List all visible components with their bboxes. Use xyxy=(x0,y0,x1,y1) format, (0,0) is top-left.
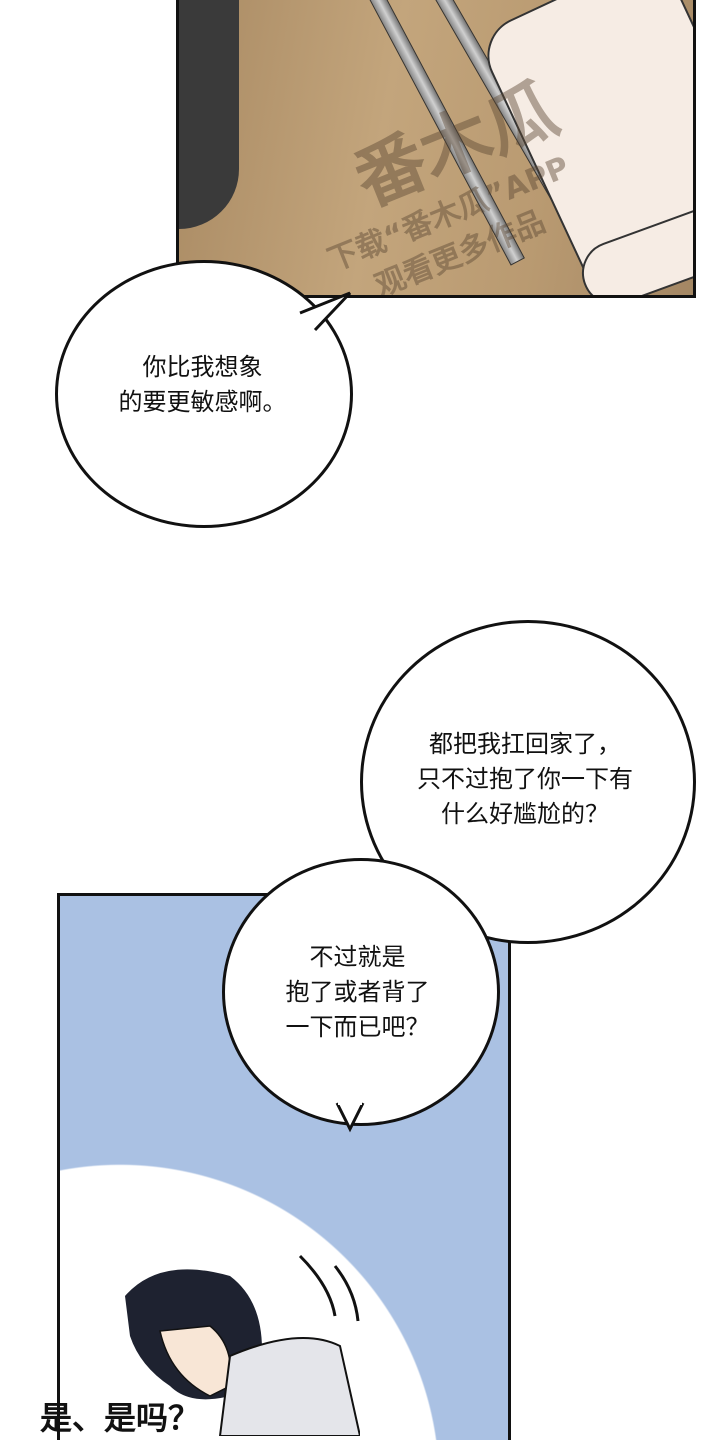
bubble-2-text: 都把我扛回家了， 只不过抱了你一下有 什么好尴尬的？ xyxy=(375,727,675,832)
character-illustration xyxy=(125,1254,360,1436)
top-panel-chopsticks: 番木瓜 下载“番木瓜”APP 观看更多作品 xyxy=(176,0,696,298)
bottom-caption: 是、是吗？ xyxy=(40,1399,201,1437)
bubble-tail xyxy=(299,291,352,332)
bubble-line: 一下而已吧？ xyxy=(285,1013,430,1041)
bubble-line: 什么好尴尬的？ xyxy=(441,800,609,828)
bubble-tail xyxy=(335,1095,365,1133)
speech-bubble-1 xyxy=(55,260,353,528)
bubble-line: 都把我扛回家了， xyxy=(429,730,621,758)
bubble-1-text: 你比我想象 的要更敏感啊。 xyxy=(80,350,325,420)
bubble-3-text: 不过就是 抱了或者背了 一下而已吧？ xyxy=(230,940,485,1045)
bubble-line: 抱了或者背了 xyxy=(285,978,430,1006)
bubble-line: 不过就是 xyxy=(309,943,406,971)
speech-bubble-3 xyxy=(222,858,500,1126)
bubble-line: 只不过抱了你一下有 xyxy=(417,765,633,793)
bubble-line: 的要更敏感啊。 xyxy=(118,388,287,416)
dark-tray xyxy=(179,0,239,229)
bubble-line: 你比我想象 xyxy=(142,353,263,381)
